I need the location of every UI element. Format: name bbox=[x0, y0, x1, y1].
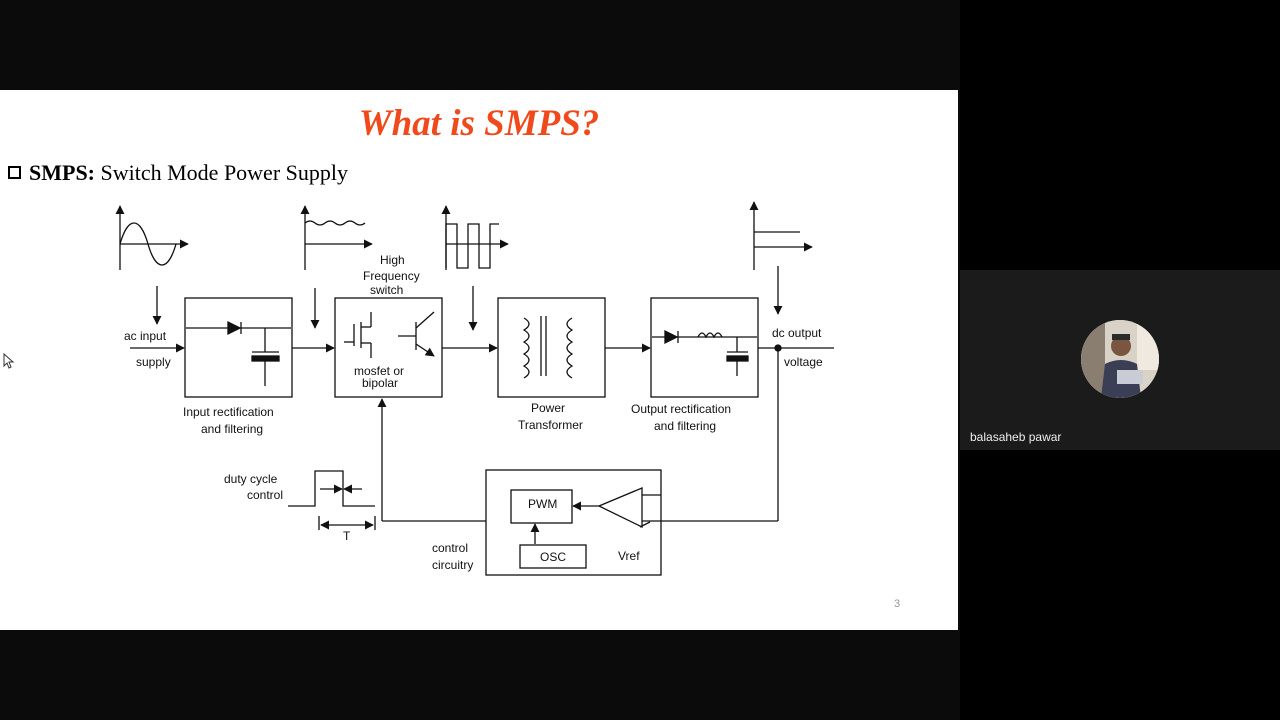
power-transformer-block bbox=[497, 297, 606, 398]
slide-page-number: 3 bbox=[894, 598, 901, 610]
dc-output-waveform-icon bbox=[749, 201, 813, 270]
checkbox-bullet-icon bbox=[8, 166, 21, 179]
control-circuitry-block bbox=[485, 469, 662, 576]
rectified-dc-waveform-icon bbox=[300, 205, 373, 270]
presentation-stage: What is SMPS? SMPS: Switch Mode Power Su… bbox=[0, 0, 960, 720]
label-mosfet-or: mosfet or bbox=[354, 364, 404, 378]
participants-panel: balasaheb pawar bbox=[960, 0, 1280, 720]
label-control: control bbox=[432, 541, 468, 555]
label-high: High bbox=[380, 253, 405, 267]
label-ac-input: ac input bbox=[124, 329, 167, 343]
label-dc-output: dc output bbox=[772, 326, 822, 340]
label-input-rectification: Input rectification bbox=[183, 405, 274, 419]
label-vref: Vref bbox=[618, 549, 640, 563]
label-pwm: PWM bbox=[528, 497, 557, 511]
label-output-rectification: Output rectification bbox=[631, 402, 731, 416]
label-output-filtering: and filtering bbox=[654, 419, 716, 433]
square-waveform-icon bbox=[441, 205, 509, 270]
mouse-pointer-icon bbox=[3, 353, 15, 369]
label-transformer: Transformer bbox=[518, 418, 583, 432]
label-duty-cycle: duty cycle bbox=[224, 472, 278, 486]
slide-title: What is SMPS? bbox=[358, 103, 600, 144]
label-supply: supply bbox=[136, 355, 171, 369]
output-rectification-block bbox=[650, 297, 759, 398]
bullet-term: SMPS: bbox=[29, 160, 95, 185]
person-photo-icon bbox=[1081, 320, 1159, 398]
label-voltage: voltage bbox=[784, 355, 823, 369]
label-power: Power bbox=[531, 401, 565, 415]
label-bipolar: bipolar bbox=[362, 376, 398, 390]
comparator-amplifier-icon bbox=[597, 487, 643, 529]
participant-name: balasaheb pawar bbox=[970, 430, 1062, 444]
label-circuitry: circuitry bbox=[432, 558, 473, 572]
bullet-text: Switch Mode Power Supply bbox=[95, 160, 349, 185]
slide: What is SMPS? SMPS: Switch Mode Power Su… bbox=[0, 90, 958, 630]
duty-cycle-pulse-icon bbox=[288, 470, 376, 530]
pwm-block bbox=[510, 489, 573, 524]
input-rectification-block bbox=[184, 297, 293, 398]
label-switch: switch bbox=[370, 283, 403, 297]
bullet-line: SMPS: Switch Mode Power Supply bbox=[8, 160, 348, 186]
label-frequency: Frequency bbox=[363, 269, 420, 283]
participant-video-tile[interactable]: balasaheb pawar bbox=[960, 270, 1280, 450]
label-osc: OSC bbox=[540, 550, 566, 564]
smps-block-diagram: ac input supply High Frequency switch mo… bbox=[115, 201, 834, 576]
ac-sine-waveform-icon bbox=[115, 205, 189, 270]
osc-block bbox=[519, 544, 587, 569]
label-input-filtering: and filtering bbox=[201, 422, 263, 436]
label-period-t: T bbox=[343, 529, 351, 543]
participant-avatar bbox=[1081, 320, 1159, 398]
label-duty-control: control bbox=[247, 488, 283, 502]
